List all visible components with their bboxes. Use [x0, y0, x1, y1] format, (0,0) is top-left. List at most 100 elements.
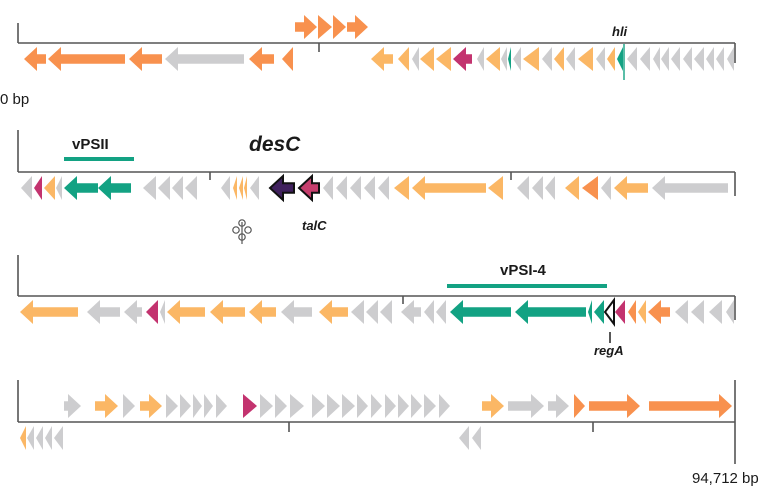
gene-arrow-3-15	[424, 300, 434, 324]
gene-arrow-2-1	[21, 176, 32, 200]
gene-arrow-4-19	[385, 394, 396, 418]
genome-track-1	[17, 15, 736, 71]
gene-arrow-4-18	[371, 394, 382, 418]
gene-arrow-4-29	[649, 394, 732, 418]
gene-arrow-4-4	[140, 394, 162, 418]
gene-arrow-3-2	[87, 300, 120, 324]
gene-arrow-3-23	[628, 300, 636, 324]
gene-arrow-3-27	[691, 300, 704, 324]
gene-arrow-2-3	[44, 176, 55, 200]
gene-arrow-2-22	[378, 176, 389, 200]
gene-arrow-2-32	[614, 176, 648, 200]
track-3-genes	[20, 297, 734, 327]
vpsi4-region-bar	[447, 284, 607, 288]
gene-arrow-1-7	[129, 47, 162, 71]
genome-track-4	[17, 380, 736, 464]
gene-arrow-1-29	[617, 47, 623, 71]
talc-gene-label: talC	[302, 218, 327, 233]
gene-arrow-2-17	[297, 173, 320, 203]
gene-arrow-3-5	[160, 300, 165, 324]
gene-arrow-4-8	[204, 394, 213, 418]
gene-arrow-1-15	[436, 47, 451, 71]
gene-arrow-3-24	[638, 300, 646, 324]
gene-arrow-2-12	[233, 176, 237, 200]
gene-arrow-1-9	[249, 47, 274, 71]
gene-arrow-2-9	[172, 176, 183, 200]
desc-gene-label: desC	[249, 133, 301, 156]
track-1-genes	[24, 15, 734, 71]
gene-arrow-2-14	[244, 176, 247, 200]
gene-arrow-3-4	[146, 300, 158, 324]
gene-arrow-1-36	[694, 47, 704, 71]
gene-arrow-1-18	[486, 47, 500, 71]
gene-arrow-2-20	[350, 176, 361, 200]
start-coordinate-label: 0 bp	[0, 91, 30, 108]
gene-arrow-4-3	[123, 394, 135, 418]
genome-track-2	[17, 130, 736, 244]
gene-arrow-4-14	[312, 394, 325, 418]
gene-arrow-3-13	[380, 300, 392, 324]
vpsii-region-label: vPSII	[72, 136, 109, 153]
gene-arrow-1-32	[653, 47, 660, 71]
gene-arrow-4-10	[243, 394, 257, 418]
hli-gene-label: hli	[612, 24, 628, 39]
gene-arrow-3-6	[167, 300, 205, 324]
gene-arrow-1-25	[566, 47, 575, 71]
gene-arrow-2-26	[517, 176, 529, 200]
gene-arrow-1-16	[453, 47, 472, 71]
gene-arrow-1-30	[627, 47, 637, 71]
gene-arrow-3-3	[124, 300, 142, 324]
gene-arrow-4-11	[260, 394, 273, 418]
end-coordinate-label: 94,712 bp	[692, 470, 759, 487]
gene-arrow-2-8	[158, 176, 170, 200]
gene-arrow-4-13	[290, 394, 304, 418]
gene-arrow-2-11	[221, 176, 230, 200]
gene-arrow-4-6	[180, 394, 191, 418]
gene-arrow-2-25	[488, 176, 503, 200]
gene-arrow-1-2	[318, 15, 332, 39]
gene-arrow-3-20	[594, 300, 604, 324]
gene-arrow-4-35	[459, 426, 469, 450]
gene-arrow-4-5	[166, 394, 178, 418]
gene-arrow-2-6	[98, 176, 131, 200]
trna-cloverleaf-icon	[232, 219, 252, 244]
gene-arrow-4-7	[193, 394, 202, 418]
gene-arrow-1-11	[371, 47, 393, 71]
gene-arrow-2-7	[143, 176, 156, 200]
gene-arrow-1-22	[523, 47, 539, 71]
gene-arrow-1-4	[347, 15, 368, 39]
gene-arrow-1-33	[661, 47, 669, 71]
gene-arrow-3-16	[436, 300, 446, 324]
gene-arrow-1-12	[398, 47, 409, 71]
gene-arrow-3-25	[648, 300, 670, 324]
gene-arrow-1-6	[48, 47, 125, 71]
gene-arrow-1-10	[282, 47, 293, 71]
gene-arrow-3-14	[401, 300, 421, 324]
gene-arrow-4-23	[439, 394, 450, 418]
gene-arrow-2-15	[250, 176, 259, 200]
gene-arrow-1-31	[640, 47, 650, 71]
gene-arrow-4-27	[574, 394, 585, 418]
gene-arrow-1-39	[727, 47, 734, 71]
gene-arrow-1-19	[501, 47, 507, 71]
genome-track-3	[17, 255, 736, 327]
gene-arrow-1-8	[165, 47, 244, 71]
gene-arrow-4-1	[64, 394, 81, 418]
track-4-genes	[20, 394, 732, 450]
gene-arrow-1-35	[683, 47, 692, 71]
gene-arrow-2-10	[185, 176, 197, 200]
gene-arrow-1-26	[578, 47, 593, 71]
gene-arrow-3-8	[249, 300, 276, 324]
gene-arrow-2-18	[323, 176, 333, 200]
gene-arrow-1-37	[706, 47, 714, 71]
vpsii-region-bar	[64, 157, 134, 161]
gene-arrow-2-33	[652, 176, 728, 200]
vpsi4-region-label: vPSI-4	[500, 262, 546, 279]
gene-arrow-4-15	[327, 394, 340, 418]
gene-arrow-3-17	[450, 300, 511, 324]
gene-arrow-4-16	[342, 394, 355, 418]
gene-arrow-2-4	[56, 176, 62, 200]
gene-arrow-2-5	[64, 176, 98, 200]
gene-arrow-4-9	[216, 394, 227, 418]
gene-arrow-4-33	[45, 426, 52, 450]
